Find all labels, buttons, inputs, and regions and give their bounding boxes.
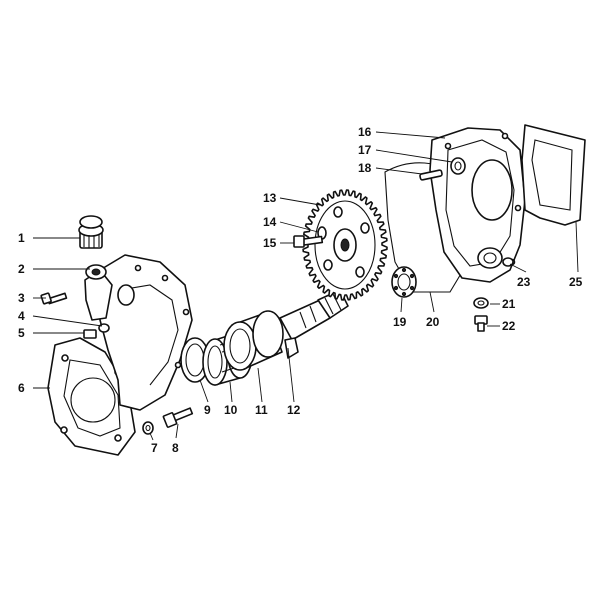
part-22-screw (474, 315, 488, 332)
callout-25: 25 (569, 275, 583, 289)
part-19-bearing (391, 266, 417, 298)
callout-9: 9 (204, 403, 211, 417)
part-13-gear (302, 189, 388, 301)
part-2-pump-housing (84, 254, 193, 411)
callout-19: 19 (393, 315, 407, 329)
callout-10: 10 (224, 403, 238, 417)
callout-12: 12 (287, 403, 301, 417)
part-7-washer (142, 421, 154, 435)
callout-14: 14 (263, 215, 277, 229)
callout-3: 3 (18, 291, 25, 305)
part-21-washer (473, 297, 489, 309)
part-11-sleeve (223, 310, 284, 371)
callout-8: 8 (172, 441, 179, 455)
part-12-shaft (279, 289, 349, 359)
part-15-bolt (293, 235, 324, 248)
callout-4: 4 (18, 309, 25, 323)
part-25-outer-gasket (521, 124, 586, 226)
callout-1: 1 (18, 231, 25, 245)
callout-2: 2 (18, 262, 25, 276)
callout-11: 11 (255, 403, 268, 417)
callout-6: 6 (18, 381, 25, 395)
callout-21: 21 (502, 297, 516, 311)
callout-13: 13 (263, 191, 277, 205)
callout-17: 17 (358, 143, 372, 157)
callout-7: 7 (151, 441, 158, 455)
callout-15: 15 (263, 236, 277, 250)
part-17-washer (450, 157, 466, 175)
part-5-plug (83, 329, 97, 339)
leader-lines (32, 131, 579, 441)
callout-23: 23 (517, 275, 531, 289)
callout-5: 5 (18, 326, 25, 340)
part-1-cap (78, 215, 104, 249)
part-18-pin (419, 169, 443, 181)
callout-labels: 1 2 3 4 5 6 7 8 9 10 11 12 13 14 15 16 1… (18, 125, 583, 455)
callout-16: 16 (358, 125, 372, 139)
callout-20: 20 (426, 315, 440, 329)
callout-18: 18 (358, 161, 372, 175)
part-4-washer (98, 323, 110, 333)
callout-22: 22 (502, 319, 516, 333)
part-8-bolt (162, 407, 194, 428)
part-3-screw (40, 292, 68, 305)
